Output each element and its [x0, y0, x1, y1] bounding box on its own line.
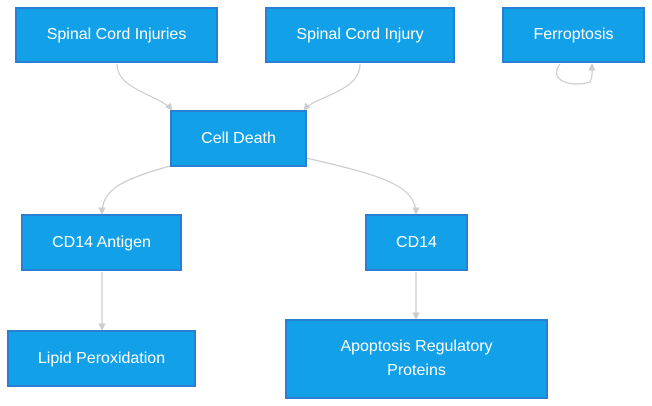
node-lipid-peroxidation: Lipid Peroxidation [7, 330, 196, 387]
node-apoptosis-regulatory-proteins: Apoptosis Regulatory Proteins [285, 319, 548, 399]
node-ferroptosis: Ferroptosis [502, 7, 645, 63]
edge-ferroptosis-self-loop [556, 63, 596, 85]
node-cd14-antigen: CD14 Antigen [21, 214, 182, 271]
node-cd14: CD14 [365, 214, 468, 271]
node-label: CD14 [396, 233, 437, 251]
edge-cell-death-to-cd14-antigen [98, 165, 171, 215]
node-label: CD14 Antigen [52, 233, 151, 251]
edge-spinal-cord-injuries-to-cell-death [116, 63, 173, 111]
node-spinal-cord-injury: Spinal Cord Injury [265, 7, 455, 63]
node-label: Apoptosis Regulatory Proteins [340, 338, 493, 379]
node-label: Cell Death [201, 129, 276, 147]
node-cell-death: Cell Death [170, 110, 307, 167]
edge-spinal-cord-injury-to-cell-death [303, 63, 361, 111]
node-label: Lipid Peroxidation [37, 349, 166, 367]
node-label: Ferroptosis [533, 26, 614, 43]
edge-cell-death-to-cd14 [305, 157, 420, 215]
node-spinal-cord-injuries: Spinal Cord Injuries [15, 7, 218, 63]
node-label: Spinal Cord Injury [296, 26, 424, 43]
node-label: Spinal Cord Injuries [46, 26, 187, 43]
